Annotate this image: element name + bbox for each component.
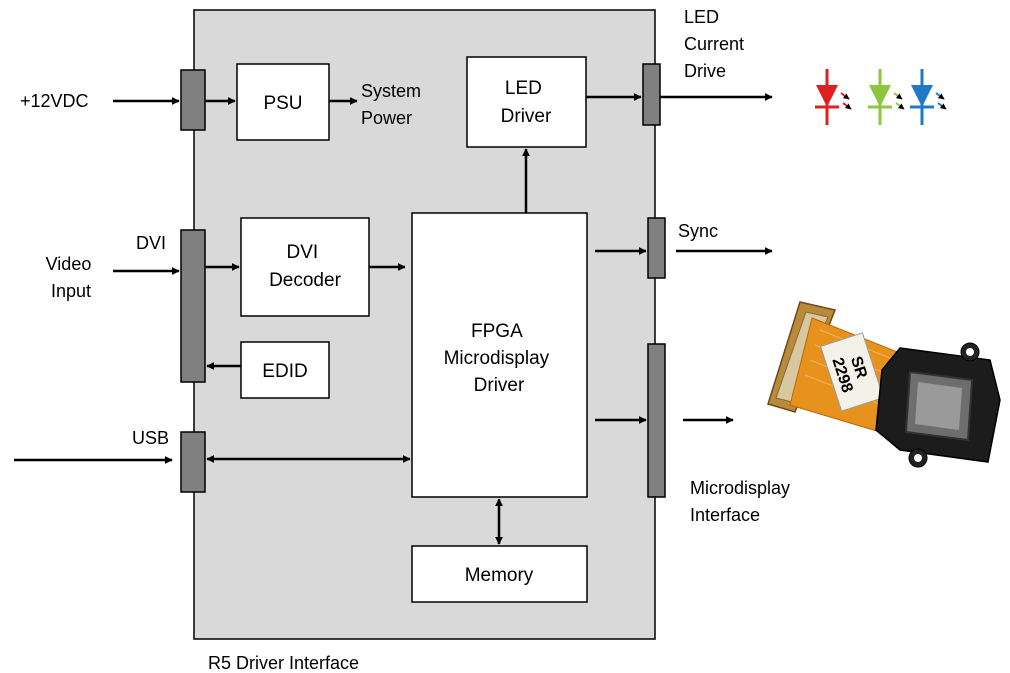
fpga-block: [411, 212, 588, 498]
microdisplay-connector: [647, 343, 666, 498]
microdisplay-photo: SR 2298: [767, 301, 1001, 468]
microdisplay-interface-label: Microdisplay Interface: [690, 478, 795, 525]
led-driver-block: [466, 56, 587, 148]
dvi-label: DVI: [136, 233, 166, 253]
dvi-connector: [180, 229, 206, 383]
power-input-label: +12VDC: [20, 91, 89, 111]
sync-label: Sync: [678, 221, 718, 241]
usb-connector: [180, 431, 206, 493]
edid-block: [240, 341, 330, 399]
led-current-drive-label: LED Current Drive: [684, 7, 749, 81]
memory-block: [411, 545, 588, 603]
led-driver-label: LED Driver: [501, 78, 552, 127]
psu-block: [236, 63, 330, 141]
sync-connector: [647, 217, 666, 279]
usb-label: USB: [132, 428, 169, 448]
led-connector: [642, 63, 661, 126]
green-led-icon: [868, 69, 905, 125]
video-input-label: Video Input: [46, 254, 97, 301]
power-connector: [180, 69, 206, 131]
fpga-label: FPGA Microdisplay Driver: [444, 321, 555, 396]
dvi-decoder-block: [240, 217, 370, 317]
red-led-icon: [815, 69, 852, 125]
edid-label: EDID: [262, 361, 307, 382]
board-title: R5 Driver Interface: [208, 653, 359, 673]
dvi-decoder-label: DVI Decoder: [269, 242, 341, 291]
memory-label: Memory: [465, 565, 534, 586]
blue-led-icon: [910, 69, 947, 125]
psu-label: PSU: [263, 93, 302, 114]
system-power-label: System Power: [361, 81, 426, 128]
